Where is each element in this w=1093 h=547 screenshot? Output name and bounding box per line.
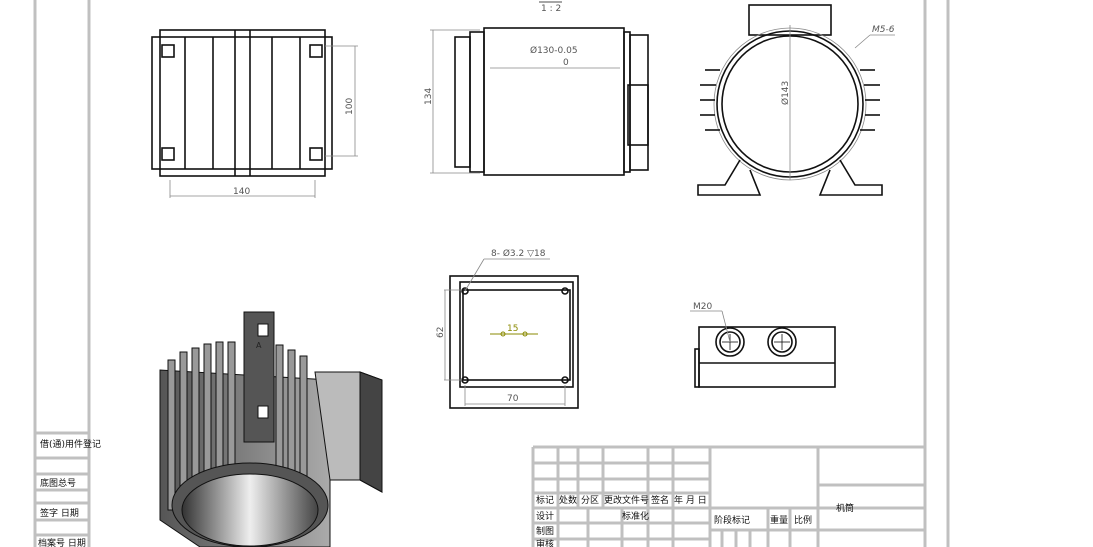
- label-stage-mark: 阶段标记: [714, 514, 750, 526]
- dim-box-width: 70: [507, 394, 519, 404]
- title-block: 标记 处数 分区 更改文件号 签名 年 月 日 设计 标准化 制图 审核 阶段标…: [531, 445, 925, 547]
- dim-front-height: 100: [345, 98, 355, 115]
- table-label-base-drawing: 底图总号: [40, 477, 76, 489]
- label-weight: 重量: [770, 514, 788, 526]
- thread-callout: M5-6: [872, 25, 895, 35]
- side-view: 134 Ø130-0.05 0: [424, 27, 649, 176]
- dim-front-width: 140: [233, 187, 250, 197]
- left-side-table: 借(通)用件登记 底图总号 签字 日期 档案号 日期: [35, 431, 101, 547]
- dim-side-height: 134: [424, 88, 434, 105]
- table-label-borrow: 借(通)用件登记: [40, 438, 101, 450]
- end-view: Ø143 M5-6: [697, 4, 895, 196]
- view-scale-label: 1 : 2: [541, 4, 561, 14]
- dim-box-height: 62: [436, 327, 446, 338]
- label-drawn: 制图: [536, 525, 554, 537]
- dim-side-diameter: Ø130-0.05: [530, 45, 578, 56]
- header-mark: 标记: [536, 494, 554, 506]
- part-name: 机筒: [836, 502, 854, 514]
- hole-callout: 8- Ø3.2 ▽18: [491, 248, 546, 259]
- header-signature: 签名: [651, 494, 669, 506]
- front-view: 140 100: [151, 29, 358, 198]
- header-date: 年 月 日: [674, 494, 707, 506]
- cable-gland-view: M20: [690, 302, 836, 388]
- dim-side-tolerance: 0: [563, 58, 569, 68]
- label-standardize: 标准化: [622, 510, 649, 522]
- iso-mark: A: [256, 341, 262, 350]
- dim-box-spacing: 15: [507, 324, 518, 334]
- header-count: 处数: [559, 494, 577, 506]
- header-change-doc: 更改文件号: [604, 494, 649, 506]
- label-review: 审核: [536, 538, 554, 547]
- isometric-view: A: [159, 311, 383, 547]
- header-zone: 分区: [581, 495, 599, 506]
- dim-end-diameter: Ø143: [780, 81, 791, 105]
- gland-thread-callout: M20: [693, 302, 712, 312]
- drawing-frame: [33, 0, 950, 547]
- table-label-sign-date: 签字 日期: [40, 507, 79, 519]
- terminal-box-view: 15 62 70 8- Ø3.2 ▽18: [436, 248, 579, 409]
- table-label-archive: 档案号 日期: [38, 537, 86, 547]
- label-design: 设计: [536, 510, 554, 522]
- label-scale: 比例: [794, 514, 812, 526]
